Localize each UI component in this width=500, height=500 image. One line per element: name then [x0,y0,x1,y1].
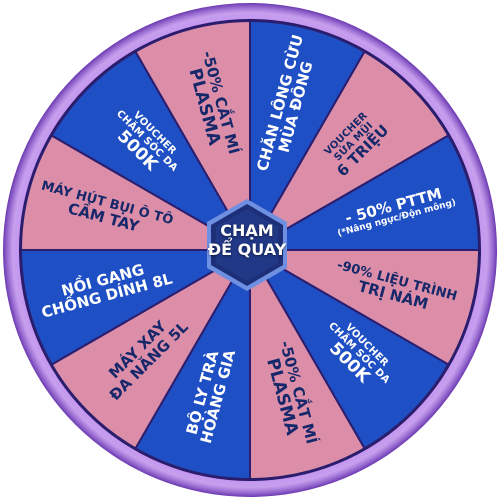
hexagon-icon [207,199,287,291]
wheel-segment [134,19,251,254]
wheel-segment [19,249,254,366]
wheel-segment [249,246,366,481]
wheel-segment [50,50,253,253]
spin-button-label: CHẠM ĐỂ QUAY [199,221,295,259]
wheel-segment [246,249,481,366]
spin-label-line2: ĐỂ QUAY [207,240,287,260]
wheel-segment [19,134,254,251]
wheel-segment [247,247,450,450]
wheel-segment [246,134,481,251]
spin-button[interactable]: CHẠM ĐỂ QUAY [199,197,295,293]
spin-label-line1: CHẠM [220,221,274,240]
wheel-segment [50,247,253,450]
wheel-segments [19,19,481,481]
wheel-segment [134,246,251,481]
wheel-segment [247,50,450,253]
wheel-segment [249,19,366,254]
